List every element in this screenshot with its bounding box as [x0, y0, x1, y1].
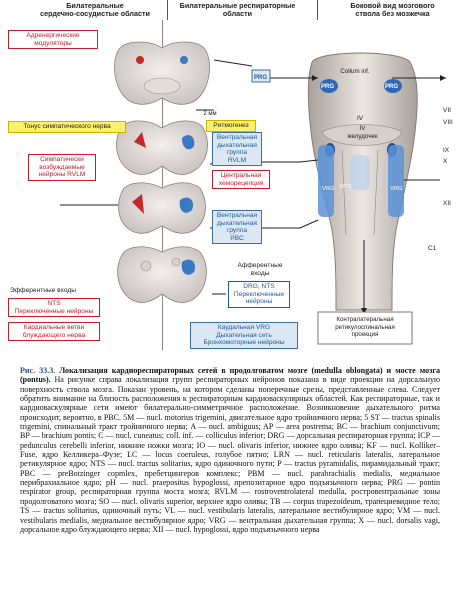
section-upper-medulla	[116, 120, 208, 175]
label-afferent: Афферентные входы	[237, 262, 283, 277]
label-caudal-vrg: Каудальная VRG Дыхательная сеть Бронхомо…	[190, 322, 298, 349]
label-rhythm: Ритмогенез	[206, 120, 256, 132]
label-cardiac-branches: Кардиальные ветви блуждающего нерва	[8, 322, 100, 342]
label-contralateral: Контралатеральная ретикулоспинальная про…	[335, 316, 395, 339]
label-adrenergic: Адренергические модуляторы	[8, 30, 98, 50]
section-pons	[114, 41, 210, 105]
svg-text:NTS: NTS	[340, 184, 352, 190]
label-tonus: Тонус симпатического нерва	[8, 121, 126, 133]
svg-text:PRG: PRG	[254, 75, 267, 81]
svg-text:VRG: VRG	[390, 186, 403, 192]
caption-figure-number: Рис. 33.3.	[20, 366, 56, 375]
svg-text:VIII: VIII	[443, 119, 453, 126]
caption-body: На рисунке справа локализация групп респ…	[20, 375, 440, 534]
label-vrg-rvlm: Вентральная дыхательная группа RVLM	[212, 132, 262, 167]
header-cardiovascular: Билатеральные сердечно-сосудистые област…	[40, 1, 150, 18]
divider-2	[317, 0, 318, 20]
label-fourth-ventricle: IV желудочек	[347, 125, 378, 140]
label-chemoreception: Центральная хеморецепция	[212, 170, 270, 190]
cranial-nerve-numerals: VII VIII IX X XII C1 IV	[357, 107, 453, 252]
svg-text:X: X	[443, 158, 448, 165]
label-scale: 2 мм	[203, 111, 217, 117]
svg-text:VRG: VRG	[322, 186, 335, 192]
label-drg-nts: DRG, NTS Переключенные нейроны	[228, 281, 290, 308]
label-vrg-pbc: Вентральная дыхательная группа PBC	[212, 210, 262, 245]
svg-text:IV: IV	[357, 115, 364, 122]
svg-text:PRG: PRG	[385, 84, 398, 90]
svg-text:XII: XII	[443, 200, 451, 207]
svg-text:PRG: PRG	[321, 84, 334, 90]
label-sympathetic: Симпатически возбуждаемые нейроны RVLM	[28, 154, 96, 181]
header-respiratory: Билатеральные респираторные области	[179, 1, 296, 18]
label-collum: Collum inf.	[340, 68, 370, 75]
divider-1	[167, 0, 168, 20]
figure-illustration: VII VIII IX X XII C1 IV PRG PRG NTS VRG …	[60, 41, 453, 345]
figure-caption: Рис. 33.3. Локализация кардиореспираторн…	[20, 366, 440, 534]
section-mid-medulla	[118, 182, 206, 234]
label-efferent: Эфферентные входы	[10, 287, 76, 294]
brainstem-lateral-view	[307, 52, 418, 311]
svg-text:C1: C1	[428, 245, 437, 252]
midline	[162, 20, 163, 350]
section-lower-medulla	[117, 246, 207, 303]
svg-text:VII: VII	[443, 107, 451, 114]
header-lateral-view: Боковой вид мозгового ствола без мозжечк…	[350, 1, 435, 18]
caption-title: Локализация кардиореспираторных сетей в …	[20, 366, 440, 385]
svg-text:IX: IX	[443, 147, 450, 154]
label-nts-switch: NTS Переключенные нейроны	[8, 298, 100, 318]
